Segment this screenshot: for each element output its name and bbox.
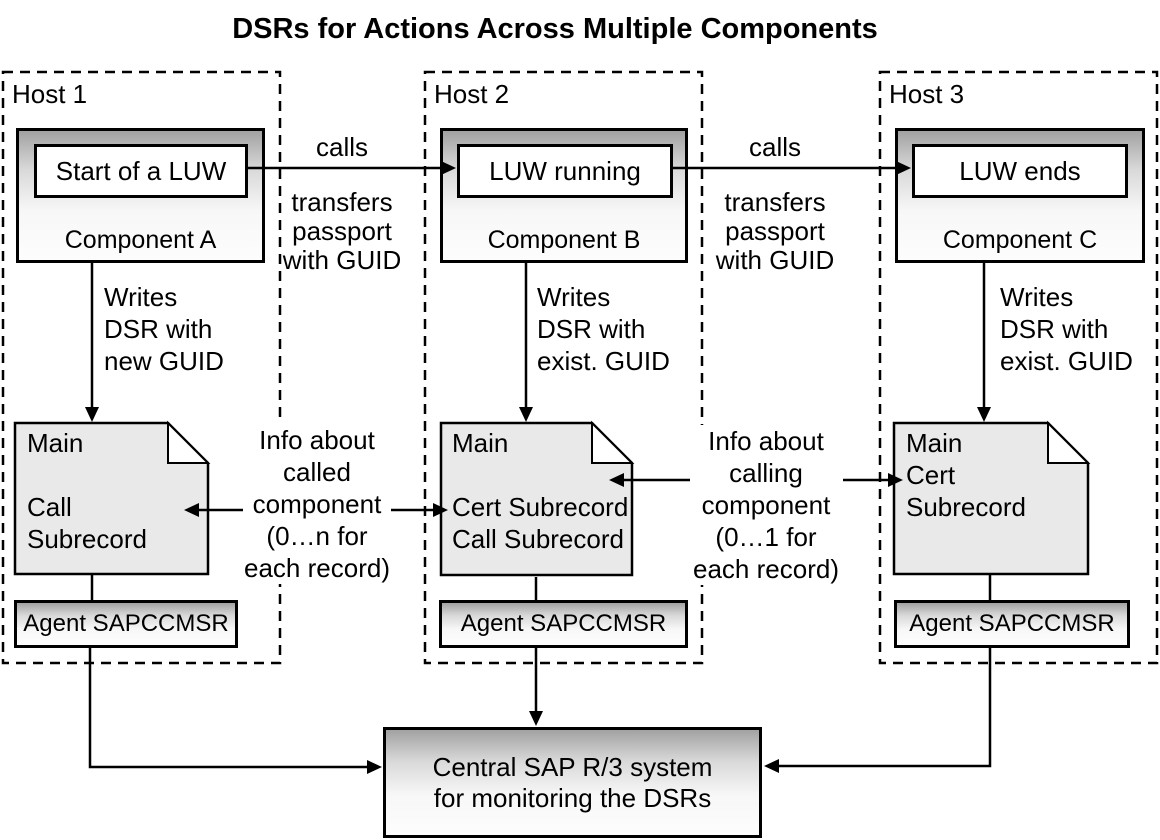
agent-label-3: Agent SAPCCMSR: [909, 610, 1115, 637]
host3-border: [878, 70, 1159, 665]
agent-label-2: Agent SAPCCMSR: [460, 610, 667, 637]
calls-arrow-2: [673, 161, 911, 175]
luw-state-label-1: Start of a LUW: [55, 155, 227, 186]
dsr-document-1: [13, 420, 211, 576]
agent-central-arrow-3: [764, 647, 992, 773]
central-system-label: Central SAP R/3 system for monitoring th…: [432, 751, 713, 813]
diagram-title: DSRs for Actions Across Multiple Compone…: [232, 13, 878, 45]
writes-dsr-arrow-3: [977, 263, 991, 422]
folded-corner-icon: [1047, 420, 1091, 464]
host3-label: Host 3: [889, 79, 965, 109]
component-c-label: Component C: [942, 225, 1098, 254]
agent-central-arrow-1: [88, 647, 382, 774]
host2-border: [423, 70, 704, 665]
info-calling-arrow-left: [609, 473, 690, 487]
agent-box-3: Agent SAPCCMSR: [894, 600, 1130, 648]
calls-arrow-1: [248, 161, 456, 175]
writes-dsr-label-2: Writes DSR with exist. GUID: [537, 282, 670, 376]
calls-label-2: calls: [748, 132, 801, 162]
luw-state-box-3: LUW ends: [912, 144, 1128, 198]
host1-label: Host 1: [12, 79, 88, 109]
folded-corner-icon: [167, 420, 211, 464]
luw-state-label-3: LUW ends: [959, 155, 1081, 186]
dsr-document-text-2: Main Cert Subrecord Call Subrecord: [452, 428, 629, 554]
info-called-label: Info about called component (0…n for eac…: [243, 424, 391, 584]
writes-dsr-label-1: Writes DSR with new GUID: [104, 282, 224, 376]
folded-corner-icon: [591, 420, 635, 464]
writes-dsr-arrow-1: [85, 263, 99, 422]
luw-state-label-2: LUW running: [489, 155, 641, 186]
host1-border: [1, 70, 282, 665]
dsr-document-2: [439, 420, 635, 577]
dsr-document-text-1: Main Call Subrecord: [27, 428, 147, 554]
luw-state-box-2: LUW running: [457, 144, 673, 198]
luw-state-box-1: Start of a LUW: [34, 144, 248, 198]
writes-dsr-arrow-2: [519, 263, 533, 422]
dsr-document-text-3: Main Cert Subrecord: [906, 428, 1026, 522]
info-called-arrow-left: [184, 503, 245, 517]
component-b-label: Component B: [487, 225, 641, 254]
info-called-arrow-right: [388, 503, 448, 517]
dsr-document-3: [892, 420, 1091, 576]
agent-box-2: Agent SAPCCMSR: [439, 600, 688, 648]
central-system-box: Central SAP R/3 system for monitoring th…: [383, 727, 762, 838]
info-calling-label: Info about calling component (0…1 for ea…: [692, 425, 840, 585]
transfers-passport-label-2: transfers passport with GUID: [715, 187, 835, 275]
writes-dsr-label-3: Writes DSR with exist. GUID: [1000, 282, 1133, 376]
calls-label-1: calls: [315, 132, 368, 162]
component-a-label: Component A: [64, 225, 217, 254]
agent-box-1: Agent SAPCCMSR: [14, 600, 238, 648]
agent-central-arrow-2: [529, 647, 543, 726]
info-calling-arrow-right: [843, 473, 903, 487]
transfers-passport-label-1: transfers passport with GUID: [282, 187, 402, 275]
host2-label: Host 2: [434, 79, 510, 109]
agent-label-1: Agent SAPCCMSR: [23, 610, 229, 637]
